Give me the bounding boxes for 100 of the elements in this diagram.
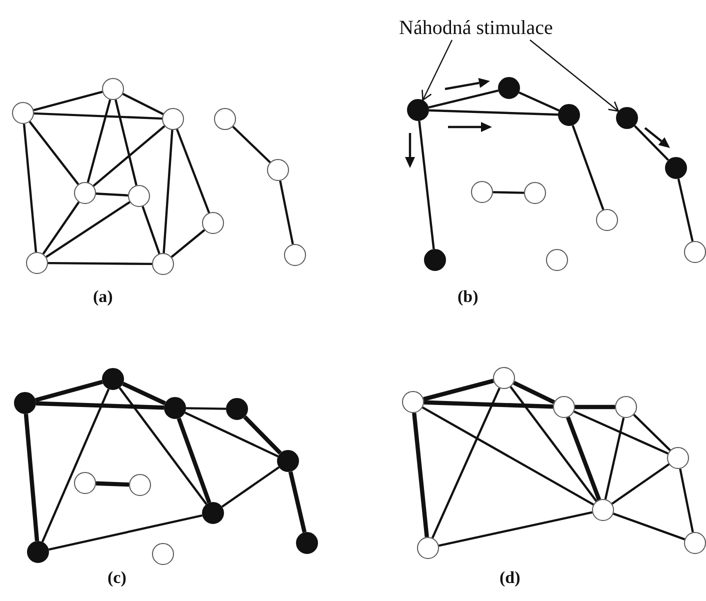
edge-line [633, 414, 671, 452]
edge-line [96, 192, 128, 196]
node-circle [152, 253, 174, 275]
edge-line [41, 388, 110, 542]
node-dot [164, 397, 186, 419]
panel-label: (c) [108, 568, 126, 588]
edge-line [48, 262, 152, 266]
panel-label: (b) [458, 287, 478, 307]
edge-line [34, 112, 162, 120]
edge-line [186, 407, 226, 410]
node-circle [202, 212, 224, 234]
edge-line [96, 481, 130, 487]
edge-line [243, 415, 282, 455]
edge-line [42, 201, 80, 255]
edge-line [28, 121, 80, 185]
node-circle [402, 391, 424, 413]
node-circle [74, 182, 96, 204]
node-circle [26, 252, 48, 274]
node-circle [615, 396, 637, 418]
edge-line [170, 229, 206, 258]
node-dot [296, 532, 318, 554]
edge-line [431, 388, 501, 538]
node-circle [129, 474, 151, 496]
edge-line [288, 471, 307, 533]
edge-line [428, 90, 499, 108]
node-circle [524, 182, 546, 204]
node-dot [226, 398, 248, 420]
node-circle [493, 367, 515, 389]
node-dot [558, 104, 580, 126]
edge-line [184, 412, 278, 458]
node-circle [684, 241, 706, 263]
edge-line [422, 406, 594, 506]
edge-line [412, 412, 429, 538]
edge-line [35, 380, 103, 402]
edge-line [118, 387, 208, 505]
edge-line [634, 125, 670, 161]
edge-line [611, 463, 670, 505]
node-circle [214, 108, 236, 130]
node-dot [14, 392, 36, 414]
edge-line [566, 416, 602, 500]
edge-line [423, 378, 494, 402]
edge-line [114, 99, 138, 186]
edge-line [279, 180, 294, 244]
edge-line [176, 128, 210, 214]
edge-line [232, 126, 271, 164]
edge-line [679, 468, 694, 532]
node-circle [284, 244, 306, 266]
edge-line [162, 130, 174, 254]
node-dot [27, 541, 49, 563]
edge-line [428, 109, 558, 116]
node-dot [277, 450, 299, 472]
edge-line [122, 382, 166, 406]
edge-line [48, 514, 202, 551]
panel-label: (a) [93, 287, 113, 307]
edge-line [24, 414, 40, 542]
edge-line [510, 386, 598, 502]
node-circle [267, 159, 289, 181]
node-circle [592, 499, 614, 521]
node-circle [596, 209, 618, 231]
leader-arrow [530, 40, 620, 112]
node-circle [684, 532, 706, 554]
edge-line [142, 206, 160, 254]
edge-line [92, 125, 166, 187]
edge-line [418, 120, 435, 250]
node-dot [498, 77, 520, 99]
node-circle [74, 472, 96, 494]
edge-line [575, 404, 615, 410]
edge-line [424, 400, 554, 409]
node-dot [616, 107, 638, 129]
edge-line [512, 380, 556, 404]
node-dot [407, 99, 429, 121]
edge-line [574, 410, 668, 455]
node-circle [417, 537, 439, 559]
edge-line [86, 99, 112, 183]
edge-line [122, 92, 164, 116]
node-circle [471, 181, 493, 203]
edge-line [612, 512, 686, 540]
edge-line [518, 92, 560, 112]
edge-line [36, 401, 164, 410]
node-circle [128, 185, 150, 207]
node-dot [102, 368, 124, 390]
node-dot [202, 502, 224, 524]
edge-line [604, 418, 625, 500]
edge-line [176, 418, 212, 504]
node-circle [102, 78, 124, 100]
edge-line [33, 90, 103, 112]
edge-line [492, 191, 524, 194]
node-circle [667, 447, 689, 469]
edge-line [677, 178, 694, 242]
edge-line [22, 124, 38, 252]
node-dot [665, 157, 687, 179]
panel-label: (d) [500, 568, 520, 588]
node-circle [553, 396, 575, 418]
node-circle [12, 102, 34, 124]
leader-arrow [422, 40, 453, 101]
node-circle [162, 108, 184, 130]
edge-line [46, 201, 130, 258]
edge-line [221, 466, 280, 508]
edge-line [438, 511, 592, 547]
edge-line [572, 124, 604, 210]
